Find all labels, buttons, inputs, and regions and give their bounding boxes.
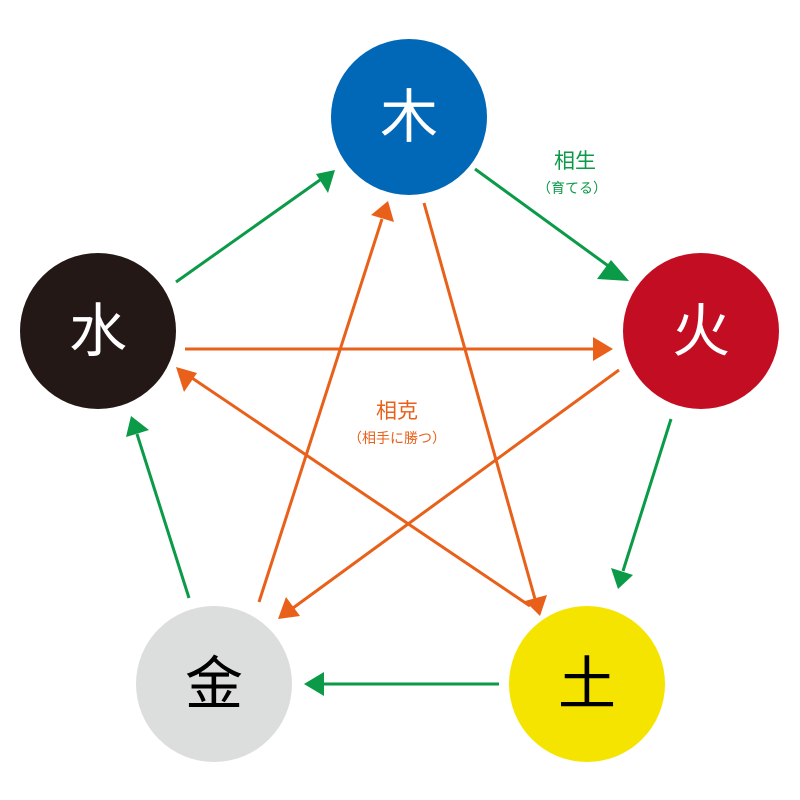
overcoming-label-sub: （相手に勝つ） (348, 431, 446, 447)
arrow-water-to-fire (185, 337, 613, 361)
metal-circle (136, 606, 292, 762)
wood-char: 木 (380, 83, 438, 151)
fire-circle (623, 253, 779, 409)
overcoming-label: 相克 （相手に勝つ） (348, 399, 446, 447)
wood-circle (331, 39, 487, 195)
water-circle (20, 253, 176, 409)
generating-label-main: 相生 (554, 149, 596, 173)
element-wood: 木 (331, 39, 487, 195)
arrow-wood-to-earth (422, 202, 547, 616)
element-earth: 土 (509, 606, 665, 762)
element-metal: 金 (136, 606, 292, 762)
overcoming-arrows (176, 201, 620, 619)
metal-char: 金 (185, 650, 243, 718)
arrow-fire-to-earth (611, 418, 673, 589)
arrow-fire-to-metal (278, 368, 620, 619)
water-char: 水 (69, 297, 127, 365)
arrow-metal-to-water (126, 416, 191, 599)
arrow-wood-to-fire (474, 167, 629, 281)
generating-label: 相生 （育てる） (537, 149, 607, 197)
arrow-water-to-wood (175, 170, 335, 284)
generating-arrows (126, 167, 673, 696)
fire-char: 火 (672, 297, 730, 365)
generating-label-sub: （育てる） (537, 181, 607, 197)
arrow-metal-to-wood (257, 201, 394, 603)
arrow-earth-to-metal (304, 672, 499, 696)
element-fire: 火 (623, 253, 779, 409)
overcoming-label-main: 相克 (376, 399, 418, 423)
earth-char: 土 (558, 650, 616, 718)
element-water: 水 (20, 253, 176, 409)
earth-circle (509, 606, 665, 762)
arrow-earth-to-water (176, 367, 531, 608)
